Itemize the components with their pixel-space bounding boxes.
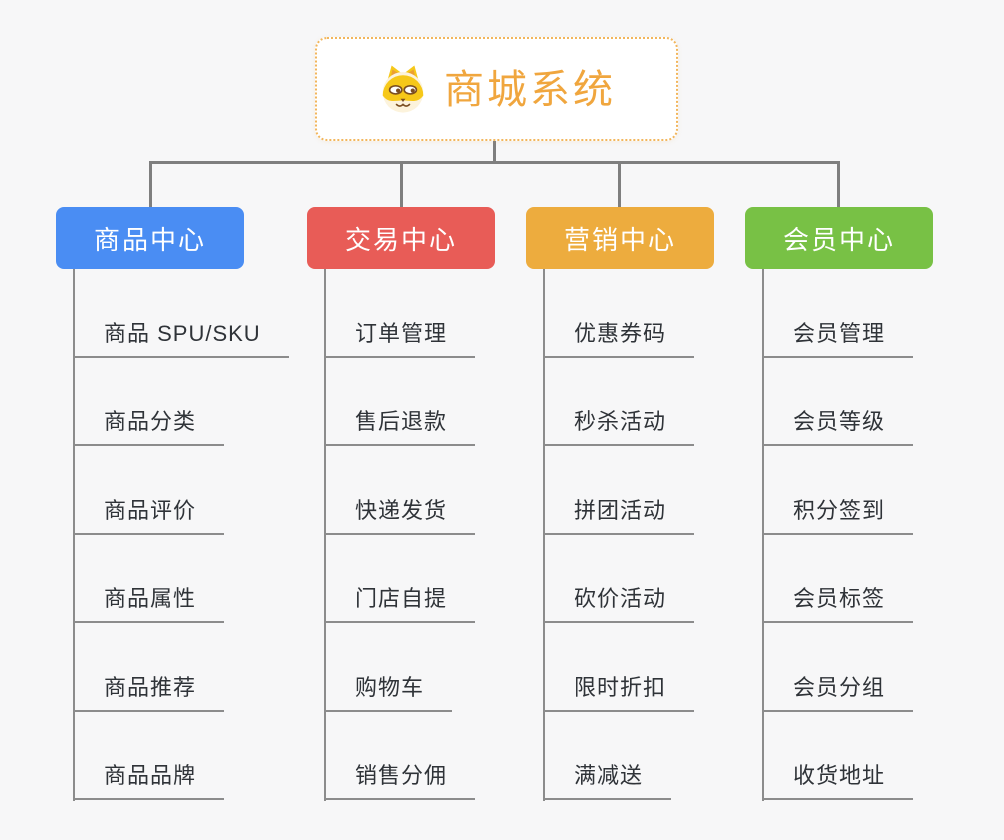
child-node[interactable]: 快递发货 — [324, 496, 476, 535]
child-node[interactable]: 购物车 — [324, 673, 453, 712]
child-node[interactable]: 收货地址 — [762, 761, 914, 800]
branch-product-center: 商品中心 商品 SPU/SKU 商品分类 商品评价 商品属性 商品推荐 商品品牌 — [56, 0, 296, 840]
branch-drop-line — [837, 161, 840, 208]
child-node[interactable]: 销售分佣 — [324, 761, 476, 800]
branch-trade-center: 交易中心 订单管理 售后退款 快递发货 门店自提 购物车 销售分佣 — [307, 0, 547, 840]
child-node[interactable]: 会员等级 — [762, 407, 914, 446]
child-node[interactable]: 拼团活动 — [543, 496, 695, 535]
branch-vertical-line — [73, 269, 75, 801]
child-node[interactable]: 满减送 — [543, 761, 672, 800]
branch-vertical-line — [543, 269, 545, 801]
child-node[interactable]: 会员标签 — [762, 584, 914, 623]
dog-face-icon — [382, 65, 424, 113]
child-node[interactable]: 商品评价 — [73, 496, 225, 535]
child-node[interactable]: 会员管理 — [762, 319, 914, 358]
child-node[interactable]: 砍价活动 — [543, 584, 695, 623]
child-node[interactable]: 商品分类 — [73, 407, 225, 446]
branch-drop-line — [618, 161, 621, 208]
root-node-label: 商城系统 — [444, 68, 616, 112]
branch-drop-line — [149, 161, 152, 208]
child-node[interactable]: 商品推荐 — [73, 673, 225, 712]
child-node[interactable]: 商品 SPU/SKU — [73, 319, 289, 358]
child-node[interactable]: 商品品牌 — [73, 761, 225, 800]
branch-marketing-center: 营销中心 优惠券码 秒杀活动 拼团活动 砍价活动 限时折扣 满减送 — [526, 0, 766, 840]
branch-header-trade-center[interactable]: 交易中心 — [307, 207, 495, 269]
child-node[interactable]: 优惠券码 — [543, 319, 695, 358]
branch-drop-line — [400, 161, 403, 208]
root-trunk-line — [493, 141, 496, 163]
branch-vertical-line — [762, 269, 764, 801]
child-node[interactable]: 会员分组 — [762, 673, 914, 712]
branch-vertical-line — [324, 269, 326, 801]
branch-header-member-center[interactable]: 会员中心 — [745, 207, 933, 269]
child-node[interactable]: 限时折扣 — [543, 673, 695, 712]
child-node[interactable]: 售后退款 — [324, 407, 476, 446]
branch-member-center: 会员中心 会员管理 会员等级 积分签到 会员标签 会员分组 收货地址 — [745, 0, 985, 840]
child-node[interactable]: 订单管理 — [324, 319, 476, 358]
child-node[interactable]: 门店自提 — [324, 584, 476, 623]
branch-header-marketing-center[interactable]: 营销中心 — [526, 207, 714, 269]
child-node[interactable]: 积分签到 — [762, 496, 914, 535]
child-node[interactable]: 秒杀活动 — [543, 407, 695, 446]
branch-bus-line — [149, 161, 840, 164]
branch-header-product-center[interactable]: 商品中心 — [56, 207, 244, 269]
root-node-mall-system[interactable]: 商城系统 — [315, 37, 678, 141]
child-node[interactable]: 商品属性 — [73, 584, 225, 623]
